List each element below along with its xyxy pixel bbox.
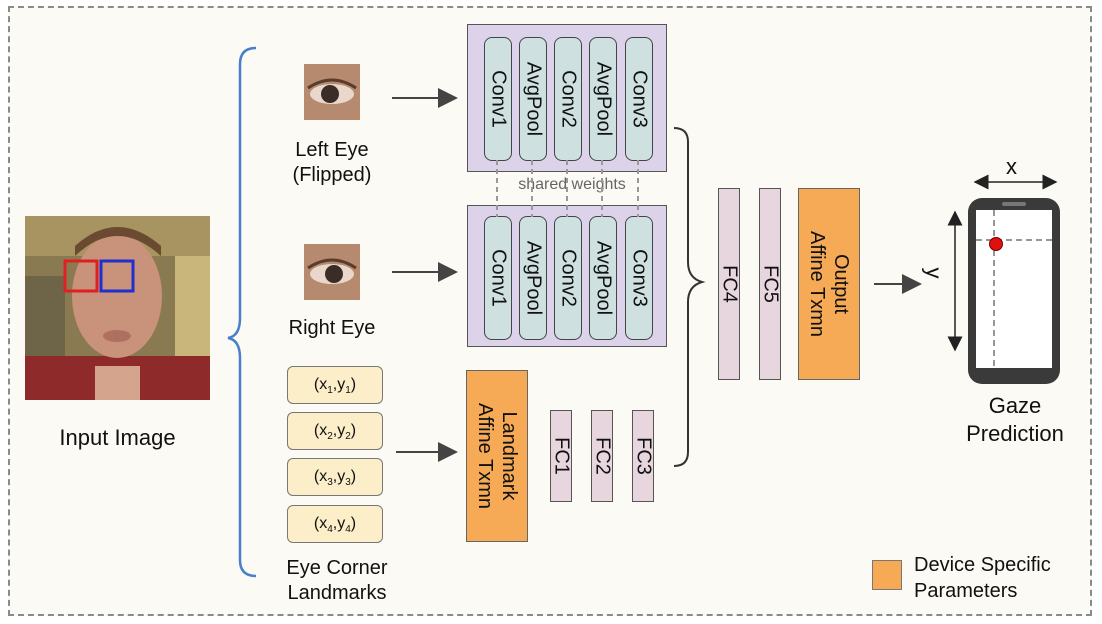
right-eye-label: Right Eye <box>288 317 376 339</box>
fc4-block: FC4 <box>718 188 741 380</box>
merge-brace <box>673 127 706 467</box>
fc2-block: FC2 <box>591 410 614 502</box>
gaze-prediction-label: Gaze Prediction <box>966 393 1064 446</box>
landmark-box-4: (x4,y4) <box>287 505 383 543</box>
conv3-cell: Conv3 <box>625 37 653 161</box>
conv2-cell: Conv2 <box>554 37 582 161</box>
fc3-block: FC3 <box>632 410 655 502</box>
legend-swatch <box>872 560 902 590</box>
fc1-block: FC1 <box>550 410 573 502</box>
landmarks-label: Eye Corner Landmarks <box>286 557 388 604</box>
avgpool-cell: AvgPool <box>589 216 617 340</box>
conv2-cell: Conv2 <box>554 216 582 340</box>
shared-weights-lines <box>496 160 639 217</box>
conv1-cell: Conv1 <box>484 37 512 161</box>
axis-x-label: x <box>1006 154 1017 179</box>
landmark-box-1: (x1,y1) <box>287 366 383 404</box>
right-eye-image <box>304 244 360 300</box>
left-eye-image <box>304 64 360 120</box>
gaze-point-dot <box>989 237 1003 251</box>
conv-block-right-eye: Conv1 AvgPool Conv2 AvgPool Conv3 <box>467 205 667 347</box>
legend-label: Device Specific Parameters <box>914 554 1051 602</box>
phone-screen <box>966 196 1062 386</box>
conv-block-left-eye: Conv1 AvgPool Conv2 AvgPool Conv3 <box>467 24 667 172</box>
shared-weights-label: shared weights <box>502 176 642 194</box>
input-brace <box>227 46 257 578</box>
avgpool-cell: AvgPool <box>519 37 547 161</box>
landmark-box-3: (x3,y3) <box>287 458 383 496</box>
input-image-label: Input Image <box>59 425 176 450</box>
landmark-box-2: (x2,y2) <box>287 412 383 450</box>
input-face-image <box>25 216 210 400</box>
conv1-cell: Conv1 <box>484 216 512 340</box>
fc5-block: FC5 <box>759 188 782 380</box>
left-eye-label: Left Eye (Flipped) <box>292 139 372 186</box>
